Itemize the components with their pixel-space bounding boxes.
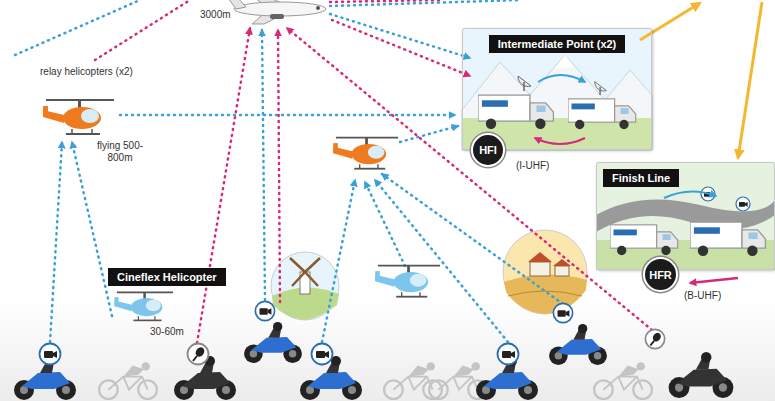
pink-radio-links: [330, 0, 440, 2]
riders: [244, 322, 302, 363]
location-panel: HFIIntermediate Point (x2): [462, 28, 652, 150]
intermediate-scene: [535, 138, 585, 144]
riders: [14, 322, 733, 400]
riders: [669, 352, 734, 398]
riders: [99, 362, 157, 399]
intermediate-scene: [555, 55, 575, 68]
blue-radio-links: [375, 180, 508, 342]
onboard-cameras: [645, 329, 664, 348]
annotation-label: 3000m: [200, 9, 231, 21]
relay-plane: [228, 0, 246, 9]
intermediate-scene: [478, 95, 553, 129]
riders: [549, 324, 607, 365]
riders: [594, 362, 652, 399]
finish-scene: [610, 225, 678, 255]
intermediate-scene: [595, 82, 607, 96]
node-text: HFI: [479, 144, 497, 156]
onboard-cameras: [312, 344, 333, 365]
pink-radio-links: [95, 0, 190, 60]
finish-scene: [690, 278, 738, 283]
satellite-uplink: [738, 2, 762, 158]
relay-helicopter: [333, 138, 398, 169]
finish-scene: [664, 191, 716, 198]
relay-plane: [316, 6, 320, 10]
finish-scene: [596, 162, 775, 283]
blue-radio-links: [262, 30, 265, 300]
blue-radio-links: [330, 14, 470, 58]
onboard-cameras: [553, 303, 572, 322]
onboard-cameras: [188, 344, 209, 365]
windmill-scene: [271, 252, 339, 320]
annotation-label: flying 500-800m: [92, 140, 148, 164]
relay-helicopter: [43, 100, 114, 134]
station-badge: HFR: [643, 257, 678, 292]
cineflex-helicopter: [114, 292, 173, 320]
finish-scene: [736, 197, 750, 211]
blue-radio-links: [72, 142, 112, 316]
node-text: HFR: [649, 269, 672, 281]
relay-plane: [228, 0, 326, 24]
onboard-cameras: [255, 301, 274, 320]
farm-scene: [555, 266, 569, 276]
satellite-uplink: [640, 3, 700, 40]
blue-radio-links: [322, 180, 355, 342]
intermediate-scene: [462, 28, 652, 150]
pink-radio-links: [287, 28, 652, 330]
finish-scene: [596, 162, 775, 270]
intermediate-scene: [462, 28, 652, 150]
pink-radio-links: [197, 28, 250, 343]
name-tag: Cineflex Helicopter: [108, 268, 226, 286]
pink-radio-links: [332, 20, 470, 76]
farm-scene: [504, 274, 587, 314]
riders: [300, 356, 362, 400]
ground-shade: [0, 300, 775, 401]
finish-scene: [690, 222, 765, 256]
farm-scene: [530, 262, 550, 276]
relay-plane: [234, 2, 326, 16]
intermediate-scene: [568, 99, 636, 129]
relay-plane: [270, 14, 284, 19]
blue-radio-links: [330, 0, 520, 6]
node-text: Cineflex Helicopter: [117, 271, 217, 283]
cineflex-helicopter: [114, 292, 173, 320]
onboard-cameras: [498, 344, 519, 365]
node-text: Intermediate Point (x2): [489, 35, 626, 53]
onboard-cameras: [40, 301, 665, 364]
annotation-label: 30-60m: [150, 326, 184, 338]
blue-radio-links: [400, 126, 458, 142]
camera-helicopter: [375, 266, 440, 297]
pink-radio-links: [278, 30, 280, 302]
node-text: Finish Line: [603, 169, 679, 187]
station-badge: HFI: [471, 133, 505, 167]
onboard-cameras: [40, 344, 61, 365]
farm-scene: [508, 291, 582, 296]
relay-helicopter: [333, 138, 398, 169]
annotation-label: relay helicopters (x2): [40, 66, 133, 78]
blue-radio-links: [15, 0, 563, 342]
blue-radio-links: [50, 142, 62, 342]
ground-shade: [0, 300, 775, 401]
windmill-scene: [271, 252, 339, 320]
intermediate-scene: [538, 75, 585, 82]
farm-scene: [528, 252, 552, 262]
blue-radio-links: [365, 182, 405, 266]
satellite-uplink: [640, 2, 762, 158]
camera-helicopter: [375, 266, 440, 297]
windmill-scene: [290, 258, 320, 286]
relay-helicopter: [43, 100, 114, 134]
intermediate-scene: [518, 76, 531, 91]
annotation-label: (B-UHF): [684, 290, 721, 302]
location-panel: HFRFinish Line: [596, 162, 775, 270]
annotation-label: (I-UHF): [516, 160, 549, 172]
blue-radio-links: [15, 0, 140, 55]
pink-radio-links: [95, 0, 652, 343]
blue-radio-links: [120, 114, 455, 117]
